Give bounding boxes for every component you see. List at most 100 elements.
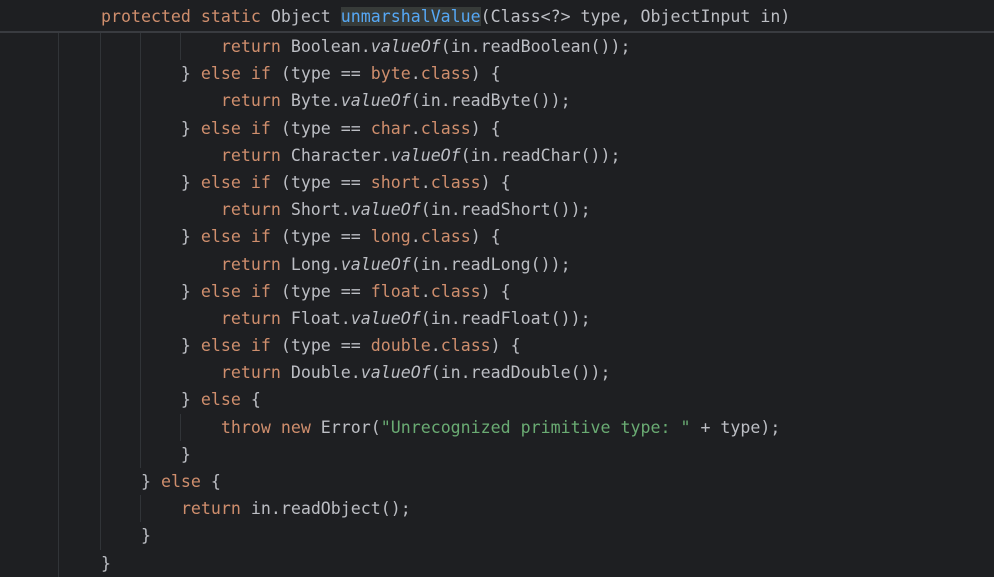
code-token [101, 499, 181, 518]
code-token: Character. [290, 145, 391, 165]
code-token [101, 309, 221, 328]
code-token: Object [270, 7, 341, 26]
code-token: } [101, 172, 201, 192]
code-token: char [370, 118, 411, 138]
code-token: return [180, 499, 251, 519]
code-token: class [430, 172, 481, 192]
code-editor[interactable]: return Boolean.valueOf(in.readBoolean())… [101, 33, 780, 577]
code-token: Double. [290, 363, 361, 383]
code-line[interactable]: return in.readObject(); [101, 495, 780, 522]
code-token: (in.readByte()); [410, 91, 571, 111]
code-token: float [370, 281, 421, 301]
code-line[interactable]: } else if (type == float.class) { [101, 278, 780, 305]
code-line[interactable]: } else if (type == short.class) { [101, 169, 780, 196]
code-line[interactable]: return Character.valueOf(in.readChar()); [101, 142, 780, 169]
method-signature: protected static Object unmarshalValue(C… [101, 3, 790, 30]
indent-guide [100, 33, 101, 550]
sticky-method-header[interactable]: protected static Object unmarshalValue(C… [0, 0, 994, 33]
code-line[interactable]: } [101, 522, 780, 549]
indent-guide [140, 495, 141, 522]
code-token: ) { [470, 118, 501, 138]
code-token [101, 200, 221, 219]
code-line[interactable]: return Short.valueOf(in.readShort()); [101, 196, 780, 223]
code-line[interactable]: return Long.valueOf(in.readLong()); [101, 251, 780, 278]
code-token: + type); [690, 417, 781, 437]
code-token: valueOf [350, 308, 421, 328]
code-token: ) { [470, 64, 501, 84]
code-token: (type == [280, 281, 371, 301]
code-token: Short. [290, 200, 351, 220]
code-token: . [430, 336, 441, 356]
code-token [101, 146, 221, 165]
code-token: else if [200, 64, 281, 84]
code-token: double [370, 336, 431, 356]
code-line[interactable]: return Float.valueOf(in.readFloat()); [101, 305, 780, 332]
code-line[interactable]: } else { [101, 468, 780, 495]
code-token: (in.readBoolean()); [440, 37, 631, 56]
code-token [101, 363, 221, 382]
code-token: . [410, 118, 421, 138]
code-token: (Class<?> type, ObjectInput in) [480, 7, 791, 26]
code-token: (type == [280, 64, 371, 84]
code-token: . [420, 172, 431, 192]
code-token: { [210, 472, 221, 491]
code-token: (in.readDouble()); [430, 363, 611, 383]
code-token: else [160, 472, 211, 491]
code-token: valueOf [370, 37, 441, 56]
code-token [101, 255, 221, 274]
code-line[interactable]: } [101, 441, 780, 468]
code-token: Boolean. [290, 37, 371, 56]
code-token: "Unrecognized primitive type: " [380, 417, 691, 437]
code-token: } [101, 227, 201, 247]
code-token: } [101, 472, 161, 491]
code-token: class [420, 227, 471, 247]
code-token: valueOf [360, 363, 431, 383]
code-token: . [410, 227, 421, 247]
code-token: Error( [320, 417, 381, 437]
code-line[interactable]: return Byte.valueOf(in.readByte()); [101, 87, 780, 114]
code-token: valueOf [340, 254, 411, 274]
code-token: (in.readShort()); [420, 200, 591, 220]
code-token: ) { [490, 336, 521, 356]
code-token: (in.readFloat()); [420, 308, 591, 328]
indent-guide [140, 33, 141, 468]
code-token: (in.readLong()); [410, 254, 571, 274]
code-token [101, 91, 221, 110]
code-token: class [430, 281, 481, 301]
code-token: else if [200, 118, 281, 138]
method-name-highlight: unmarshalValue [340, 7, 481, 26]
code-token: return [220, 91, 291, 111]
code-token: else if [200, 336, 281, 356]
code-line[interactable]: return Boolean.valueOf(in.readBoolean())… [101, 33, 780, 60]
code-line[interactable]: } else { [101, 386, 780, 413]
code-token: } [101, 553, 111, 573]
code-token: class [420, 118, 471, 138]
code-line[interactable]: } else if (type == long.class) { [101, 223, 780, 250]
code-token: in.readObject(); [250, 499, 411, 519]
code-token: } [101, 390, 201, 410]
code-token: } [101, 526, 151, 546]
code-token: else [200, 390, 251, 410]
code-token: else if [200, 227, 281, 247]
code-token: else if [200, 281, 281, 301]
code-token: ) { [470, 227, 501, 247]
code-token: throw new [220, 417, 321, 437]
code-line[interactable]: return Double.valueOf(in.readDouble()); [101, 359, 780, 386]
code-line[interactable]: } [101, 550, 780, 577]
code-token: ) { [480, 281, 511, 301]
code-token: { [250, 390, 261, 410]
code-token: class [440, 336, 491, 356]
code-line[interactable]: throw new Error("Unrecognized primitive … [101, 414, 780, 441]
code-token: return [220, 145, 291, 165]
code-line[interactable]: } else if (type == double.class) { [101, 332, 780, 359]
code-token: (type == [280, 172, 371, 192]
code-token: valueOf [390, 145, 461, 165]
code-token [101, 37, 221, 56]
code-token: (type == [280, 118, 371, 138]
code-token: Float. [290, 308, 351, 328]
code-token: ) { [480, 172, 511, 192]
code-token: Byte. [290, 91, 341, 111]
code-line[interactable]: } else if (type == char.class) { [101, 115, 780, 142]
code-line[interactable]: } else if (type == byte.class) { [101, 60, 780, 87]
code-token: } [101, 64, 201, 84]
